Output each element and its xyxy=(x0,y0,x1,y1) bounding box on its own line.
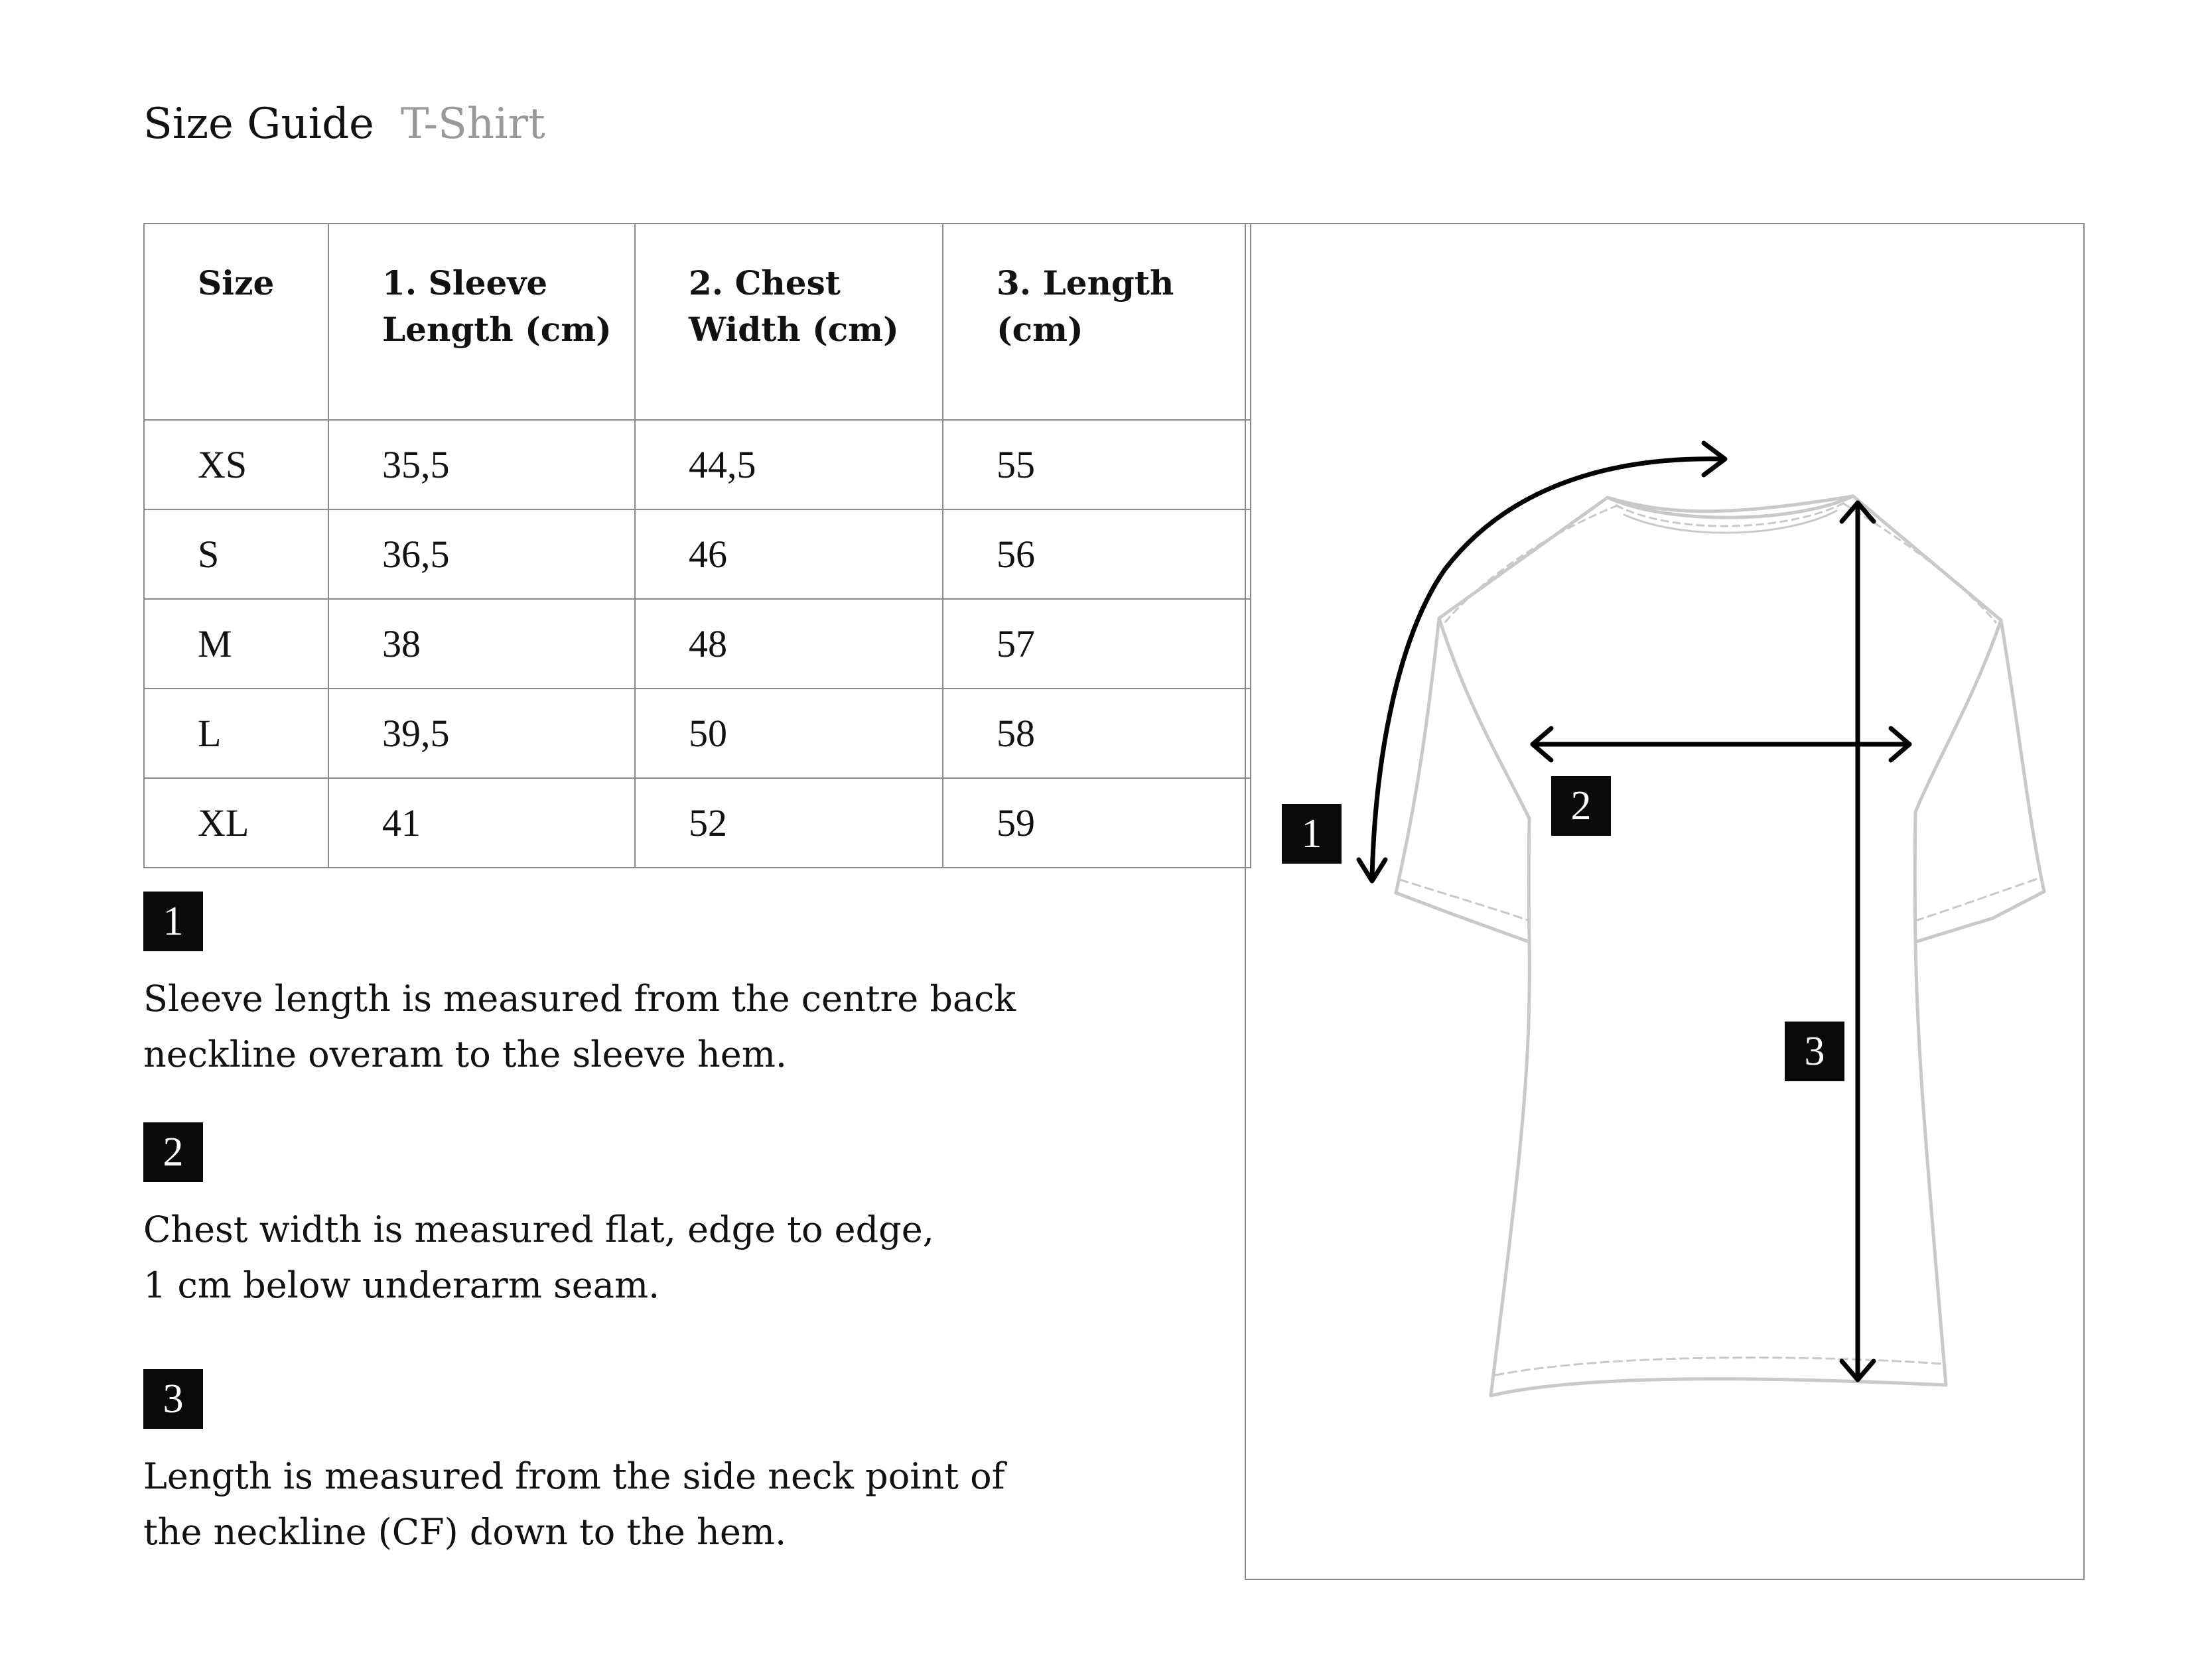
note-text: Length is measured from the side neck po… xyxy=(143,1455,1005,1553)
cell-size: M xyxy=(143,598,329,689)
title-main: Size Guide xyxy=(143,100,374,149)
cell-length: 58 xyxy=(942,688,1251,779)
cell-size: L xyxy=(143,688,329,779)
note-text: Chest width is measured flat, edge to ed… xyxy=(143,1209,934,1306)
cell-chest: 50 xyxy=(634,688,943,779)
cell-length: 56 xyxy=(942,509,1251,600)
table-row: S 36,5 46 56 xyxy=(143,509,1251,600)
cell-length: 57 xyxy=(942,598,1251,689)
cell-size: S xyxy=(143,509,329,600)
diagram-badge-chest: 2 xyxy=(1551,776,1611,836)
sleeve-arrow-head-top xyxy=(1701,440,1728,478)
cell-sleeve: 35,5 xyxy=(328,419,636,510)
number-badge: 1 xyxy=(143,892,203,951)
cell-sleeve: 36,5 xyxy=(328,509,636,600)
tshirt-drawing xyxy=(1356,440,2046,1398)
header-size: Size xyxy=(143,223,329,421)
cell-length: 59 xyxy=(942,777,1251,868)
cell-sleeve: 39,5 xyxy=(328,688,636,779)
cell-chest: 52 xyxy=(634,777,943,868)
table-row: XL 41 52 59 xyxy=(143,777,1251,868)
cell-length: 55 xyxy=(942,419,1251,510)
chest-arrow-head-right xyxy=(1888,726,1912,763)
length-arrow-head-top xyxy=(1839,500,1876,524)
cell-size: XL xyxy=(143,777,329,868)
cell-chest: 44,5 xyxy=(634,419,943,510)
page-title: Size Guide T-Shirt xyxy=(143,100,545,149)
diagram-badge-sleeve: 1 xyxy=(1282,804,1342,864)
sleeve-arrow-head-bottom xyxy=(1356,857,1388,884)
number-badge: 3 xyxy=(143,1369,203,1429)
header-length: 3. Length(cm) xyxy=(942,223,1251,421)
title-product: T-Shirt xyxy=(400,100,545,149)
cell-size: XS xyxy=(143,419,329,510)
tshirt-diagram: 1 2 3 xyxy=(1245,223,2085,1580)
table-row: M 38 48 57 xyxy=(143,598,1251,689)
table-row: L 39,5 50 58 xyxy=(143,688,1251,779)
number-badge: 2 xyxy=(143,1122,203,1182)
chest-arrow-head-left xyxy=(1530,726,1554,763)
measurement-arrows xyxy=(1356,440,1912,1382)
sleeve-length-arrow xyxy=(1369,456,1726,880)
cell-chest: 48 xyxy=(634,598,943,689)
cell-sleeve: 41 xyxy=(328,777,636,868)
length-arrow-head-bottom xyxy=(1839,1359,1876,1382)
note-text: Sleeve length is measured from the centr… xyxy=(143,978,1016,1075)
cell-chest: 46 xyxy=(634,509,943,600)
cell-sleeve: 38 xyxy=(328,598,636,689)
table-row: XS 35,5 44,5 55 xyxy=(143,419,1251,510)
diagram-badge-length: 3 xyxy=(1785,1022,1844,1081)
tshirt-outline-icon xyxy=(1394,494,2046,1398)
